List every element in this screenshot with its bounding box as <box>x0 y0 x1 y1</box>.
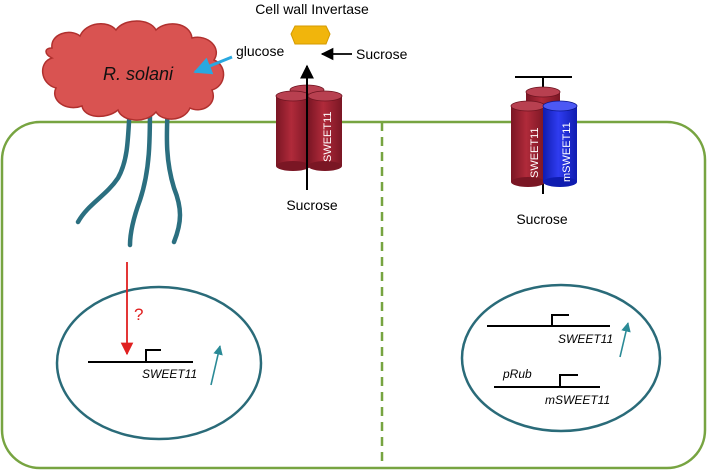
gene-left-label: SWEET11 <box>142 367 197 381</box>
pathogen-blob <box>42 20 225 121</box>
sucrose-left-label: Sucrose <box>286 197 338 213</box>
promoter-label: pRub <box>502 367 532 381</box>
upregulation-arrow-right <box>619 322 631 358</box>
pathogen-label: R. solani <box>103 64 174 84</box>
gene-right <box>487 314 610 327</box>
hyphae <box>75 100 183 248</box>
gene-mutant <box>494 374 600 388</box>
invertase-label: Cell wall Invertase <box>255 1 369 17</box>
transporter-right-label: SWEET11 <box>529 127 541 178</box>
transporter-left-label: SWEET11 <box>322 111 334 162</box>
nucleus-right <box>460 283 662 433</box>
sweet11-transporter-left <box>275 84 343 171</box>
gene-left <box>88 349 193 363</box>
upregulation-arrow-left <box>210 345 223 386</box>
sucrose-top-label: Sucrose <box>356 46 408 62</box>
gene-mutant-label: mSWEET11 <box>545 393 610 407</box>
msweet11-transporter <box>542 100 578 187</box>
transporter-mutant-label: mSWEET11 <box>561 122 573 182</box>
sucrose-right-label: Sucrose <box>516 211 568 227</box>
nucleus-left <box>55 285 263 441</box>
glucose-arrow <box>193 55 233 75</box>
invertase-enzyme <box>290 25 331 45</box>
question-mark: ? <box>134 305 143 324</box>
gene-right-label: SWEET11 <box>558 332 613 346</box>
cell-wall <box>0 120 707 470</box>
glucose-label: glucose <box>236 43 284 59</box>
